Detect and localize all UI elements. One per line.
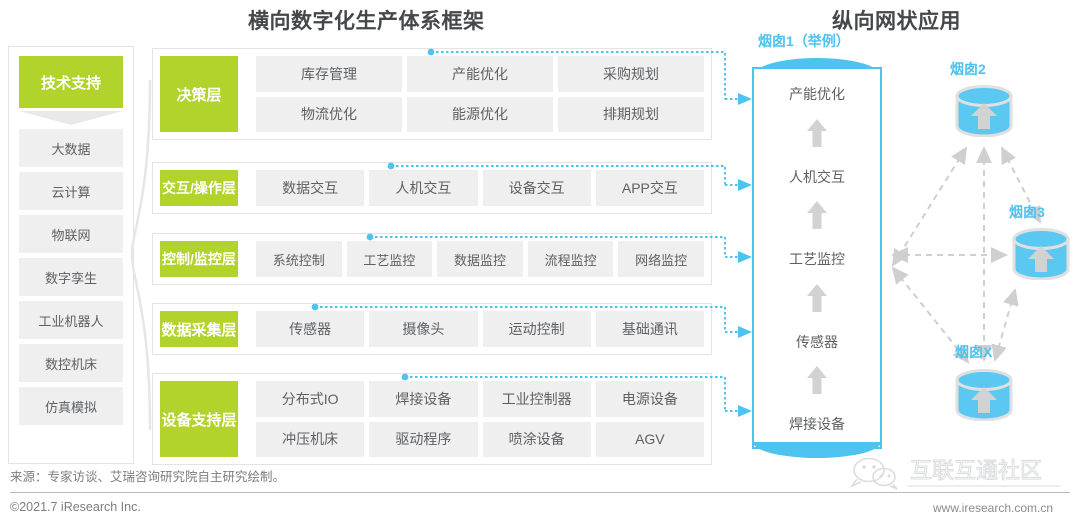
layer-cell[interactable]: 冲压机床 xyxy=(256,421,365,457)
layer-cell[interactable]: 数据监控 xyxy=(437,241,523,277)
up-arrow-icon xyxy=(806,365,828,400)
layer-cell[interactable]: 基础通讯 xyxy=(595,311,704,347)
silo3-cylinder xyxy=(1012,228,1070,281)
page-title-right: 纵向网状应用 xyxy=(832,10,961,33)
website-url: www.iresearch.com.cn xyxy=(933,501,1054,515)
layer-label: 设备支持层 xyxy=(160,381,238,457)
sidebar-item[interactable]: 数控机床 xyxy=(19,344,123,382)
layer-cell[interactable]: 采购规划 xyxy=(558,56,704,92)
silo-step-label: 焊接设备 xyxy=(789,416,845,432)
sidebar-item-label: 数字孪生 xyxy=(44,270,97,286)
silox-cylinder xyxy=(955,369,1013,422)
sidebar-header: 技术支持 xyxy=(19,56,123,108)
layer-cell[interactable]: 工艺监控 xyxy=(346,241,433,277)
sidebar-item-label: 工业机器人 xyxy=(38,313,104,329)
layer-cell-row: 物流优化能源优化排期规划 xyxy=(256,96,704,132)
layer-cell-row: 传感器摄像头运动控制基础通讯 xyxy=(256,311,704,347)
layer-block: 控制/监控层 系统控制工艺监控数据监控流程监控网络监控 xyxy=(152,233,712,285)
layer-cell[interactable]: 物流优化 xyxy=(256,96,402,132)
watermark-logo: 互联互通社区 xyxy=(849,458,1060,490)
layer-cell[interactable]: 系统控制 xyxy=(256,241,342,277)
layer-cell[interactable]: 排期规划 xyxy=(558,96,704,132)
layer-cells: 传感器摄像头运动控制基础通讯 xyxy=(256,311,704,347)
silo2-label: 烟囱2 xyxy=(950,61,986,77)
layer-cell[interactable]: 能源优化 xyxy=(407,96,553,132)
layer-block: 决策层 库存管理产能优化采购规划物流优化能源优化排期规划 xyxy=(152,48,712,140)
silo-step-list: 产能优化人机交互工艺监控传感器焊接设备 xyxy=(752,72,882,444)
up-arrow-icon xyxy=(806,200,828,235)
cylinder-bottom-cap xyxy=(753,442,881,458)
layer-cell[interactable]: 传感器 xyxy=(256,311,365,347)
chevron-down-icon xyxy=(19,111,123,125)
source-note: 来源：专家访谈、艾瑞咨询研究院自主研究绘制。 xyxy=(10,470,286,484)
silo-step-label: 工艺监控 xyxy=(789,251,845,267)
silox-label: 烟囱X xyxy=(955,344,993,360)
sidebar-item-label: 仿真模拟 xyxy=(44,399,97,415)
layer-cell[interactable]: 分布式IO xyxy=(256,381,365,417)
sidebar-item-label: 大数据 xyxy=(51,141,91,157)
silo-step-label: 产能优化 xyxy=(789,86,845,102)
tech-support-sidebar: 技术支持 大数据云计算物联网数字孪生工业机器人数控机床仿真模拟 xyxy=(8,46,134,464)
sidebar-item[interactable]: 大数据 xyxy=(19,129,123,167)
silo-main-label: 烟囱1（举例） xyxy=(758,33,850,49)
sidebar-item-label: 云计算 xyxy=(51,184,91,200)
layer-cell[interactable]: 设备交互 xyxy=(482,170,591,206)
silo-step-label: 传感器 xyxy=(796,333,838,350)
layer-cell[interactable]: 人机交互 xyxy=(369,170,478,206)
layer-cell[interactable]: 流程监控 xyxy=(527,241,614,277)
layer-cell-row: 系统控制工艺监控数据监控流程监控网络监控 xyxy=(256,241,704,277)
layer-cell[interactable]: 网络监控 xyxy=(618,241,704,277)
sidebar-item[interactable]: 仿真模拟 xyxy=(19,387,123,425)
layer-cell[interactable]: 喷涂设备 xyxy=(482,421,591,457)
layer-cell[interactable]: 数据交互 xyxy=(256,170,365,206)
layer-cell[interactable]: 运动控制 xyxy=(482,311,591,347)
sidebar-item[interactable]: 云计算 xyxy=(19,172,123,210)
layer-label: 决策层 xyxy=(160,56,238,132)
page-title-left: 横向数字化生产体系框架 xyxy=(248,10,485,33)
sidebar-item[interactable]: 数字孪生 xyxy=(19,258,123,296)
layer-cells: 库存管理产能优化采购规划物流优化能源优化排期规划 xyxy=(256,56,704,132)
silo3-label: 烟囱3 xyxy=(1009,204,1045,220)
copyright-text: ©2021.7 iResearch Inc. xyxy=(10,500,141,514)
layer-cells: 系统控制工艺监控数据监控流程监控网络监控 xyxy=(256,241,704,277)
layer-cell[interactable]: 驱动程序 xyxy=(369,421,478,457)
silo2-cylinder xyxy=(955,85,1013,138)
layer-cell[interactable]: 电源设备 xyxy=(595,381,704,417)
sidebar-brace-icon xyxy=(130,80,152,430)
layer-cell[interactable]: 产能优化 xyxy=(407,56,553,92)
layer-cell[interactable]: APP交互 xyxy=(595,170,704,206)
layer-label: 交互/操作层 xyxy=(160,170,238,206)
layer-cell[interactable]: 库存管理 xyxy=(256,56,402,92)
sidebar-item-label: 物联网 xyxy=(51,227,91,243)
sidebar-item-list: 大数据云计算物联网数字孪生工业机器人数控机床仿真模拟 xyxy=(19,129,123,425)
up-arrow-icon xyxy=(806,118,828,153)
layer-cell[interactable]: 焊接设备 xyxy=(369,381,478,417)
sidebar-item[interactable]: 工业机器人 xyxy=(19,301,123,339)
up-arrow-icon xyxy=(806,283,828,318)
layer-label: 数据采集层 xyxy=(160,311,238,347)
watermark-text: 互联互通社区 xyxy=(910,458,1042,483)
layer-cell-row: 库存管理产能优化采购规划 xyxy=(256,56,704,92)
layer-block: 数据采集层 传感器摄像头运动控制基础通讯 xyxy=(152,303,712,355)
layer-label: 控制/监控层 xyxy=(160,241,238,277)
silo-main-cylinder: 产能优化人机交互工艺监控传感器焊接设备 xyxy=(752,58,882,458)
layer-cell[interactable]: AGV xyxy=(595,421,704,457)
sidebar-item[interactable]: 物联网 xyxy=(19,215,123,253)
sidebar-item-label: 数控机床 xyxy=(44,356,97,372)
layer-cell[interactable]: 摄像头 xyxy=(369,311,478,347)
layer-cell[interactable]: 工业控制器 xyxy=(482,381,591,417)
silo-step-label: 人机交互 xyxy=(789,168,845,185)
footer-divider xyxy=(10,492,1070,493)
